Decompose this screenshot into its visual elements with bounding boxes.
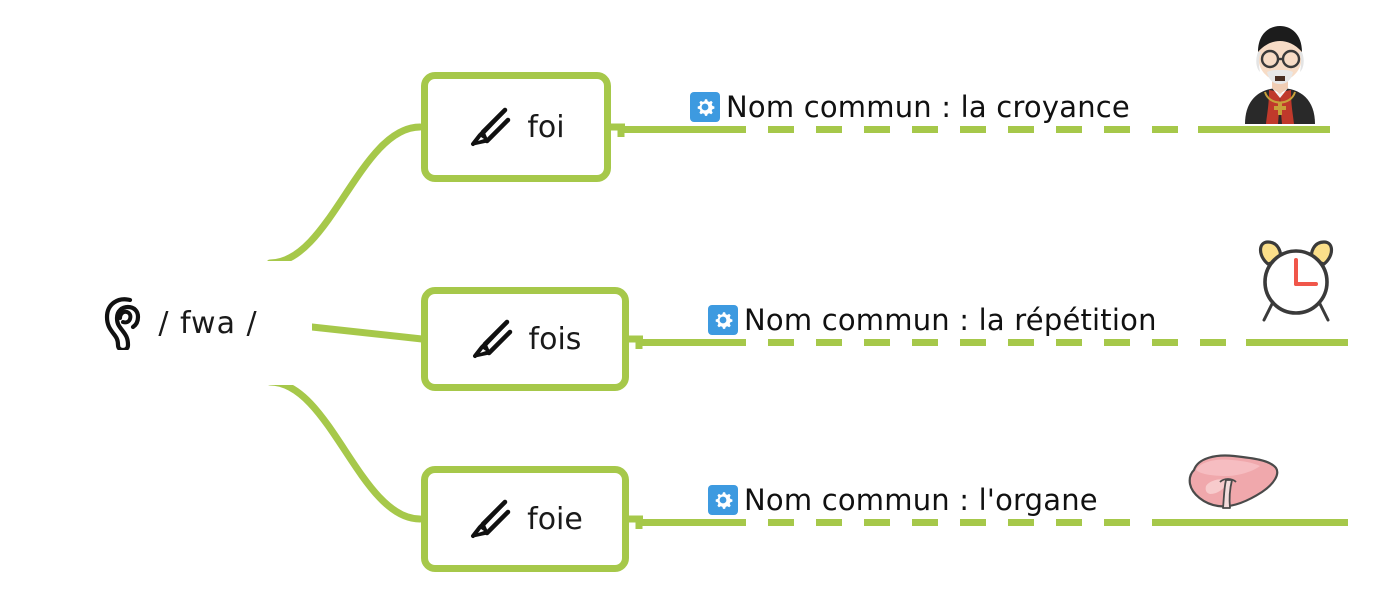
connector-root-to-foi bbox=[266, 123, 424, 267]
gear-icon bbox=[708, 305, 738, 335]
underline-dashes bbox=[720, 339, 1246, 346]
leaf-row-croyance[interactable]: Nom commun : la croyance bbox=[620, 76, 1330, 146]
priest-emoji bbox=[1245, 26, 1315, 124]
branch-label-foi: foi bbox=[527, 109, 565, 145]
root-node[interactable]: / fwa / bbox=[46, 261, 312, 385]
branch-node-foi[interactable]: foi bbox=[421, 72, 611, 182]
connector-root-to-fois bbox=[308, 323, 426, 343]
pencil-icon bbox=[472, 319, 512, 358]
alarm-clock-emoji bbox=[1258, 240, 1334, 322]
leaf-underline-organe bbox=[638, 519, 1348, 526]
underline-solid-tail bbox=[1174, 519, 1348, 526]
underline-solid-tail bbox=[1198, 126, 1330, 133]
connector-root-to-foie bbox=[266, 378, 424, 523]
branch-label-foie: foie bbox=[527, 501, 583, 537]
underline-dashes bbox=[720, 519, 1174, 526]
gear-icon bbox=[690, 92, 720, 122]
branch-node-fois[interactable]: fois bbox=[421, 287, 629, 391]
underline-solid-lead bbox=[638, 339, 720, 346]
underline-dashes bbox=[720, 126, 1198, 133]
pencil-icon bbox=[471, 107, 511, 146]
underline-solid-tail bbox=[1246, 339, 1348, 346]
gear-icon bbox=[708, 485, 738, 515]
leaf-row-repetition[interactable]: Nom commun : la répétition bbox=[638, 289, 1348, 359]
leaf-underline-croyance bbox=[620, 126, 1330, 133]
underline-solid-lead bbox=[638, 519, 720, 526]
underline-solid-lead bbox=[620, 126, 720, 133]
root-label: / fwa / bbox=[158, 305, 258, 341]
leaf-text-organe: Nom commun : l'organe bbox=[744, 483, 1098, 517]
liver-emoji bbox=[1188, 454, 1279, 509]
leaf-underline-repetition bbox=[638, 339, 1348, 346]
leaf-text-repetition: Nom commun : la répétition bbox=[744, 303, 1157, 337]
leaf-row-organe[interactable]: Nom commun : l'organe bbox=[638, 469, 1348, 539]
branch-label-fois: fois bbox=[528, 321, 582, 357]
branch-node-foie[interactable]: foie bbox=[421, 466, 629, 572]
ear-icon bbox=[105, 297, 141, 350]
leaf-text-croyance: Nom commun : la croyance bbox=[726, 90, 1130, 124]
pencil-icon bbox=[471, 499, 511, 538]
